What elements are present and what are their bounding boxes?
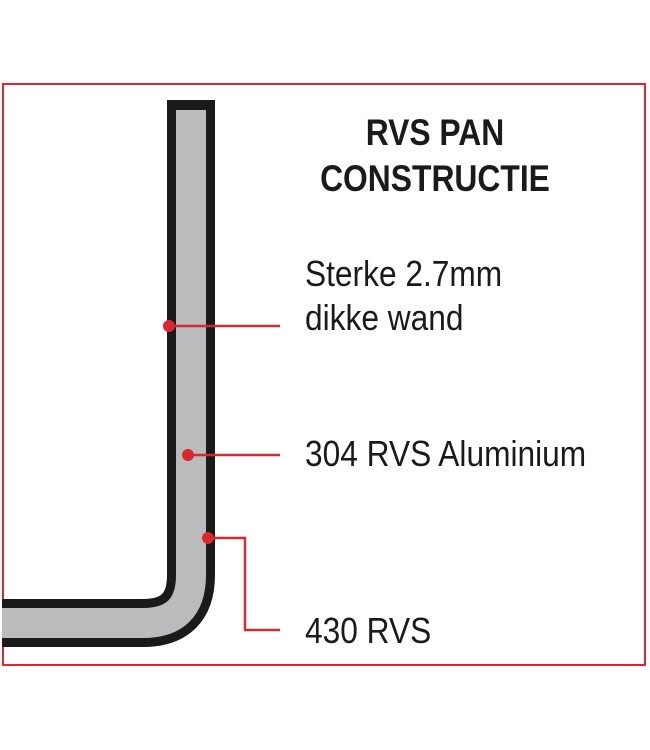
leader-line-430 xyxy=(208,536,280,632)
marker-dot-430 xyxy=(202,532,214,544)
diagram-title: RVS PAN CONSTRUCTIE xyxy=(310,110,559,202)
label-wall-thickness-line-1: Sterke 2.7mm xyxy=(305,253,503,294)
marker-dot-aluminium xyxy=(182,449,194,461)
title-line-2: CONSTRUCTIE xyxy=(320,158,550,199)
title-line-1: RVS PAN xyxy=(365,112,505,153)
label-wall-thickness: Sterke 2.7mm dikke wand xyxy=(305,252,502,340)
label-wall-thickness-line-2: dikke wand xyxy=(305,297,464,338)
diagram-frame xyxy=(2,83,646,666)
pan-wall-outer-layer xyxy=(2,100,215,647)
marker-dot-wall-thickness xyxy=(163,320,175,332)
label-aluminium: 304 RVS Aluminium xyxy=(305,432,586,476)
pan-wall-core-layer xyxy=(2,110,206,638)
label-430-rvs: 430 RVS xyxy=(305,609,431,653)
label-aluminium-text: 304 RVS Aluminium xyxy=(305,433,587,474)
label-430-rvs-text: 430 RVS xyxy=(305,610,432,651)
